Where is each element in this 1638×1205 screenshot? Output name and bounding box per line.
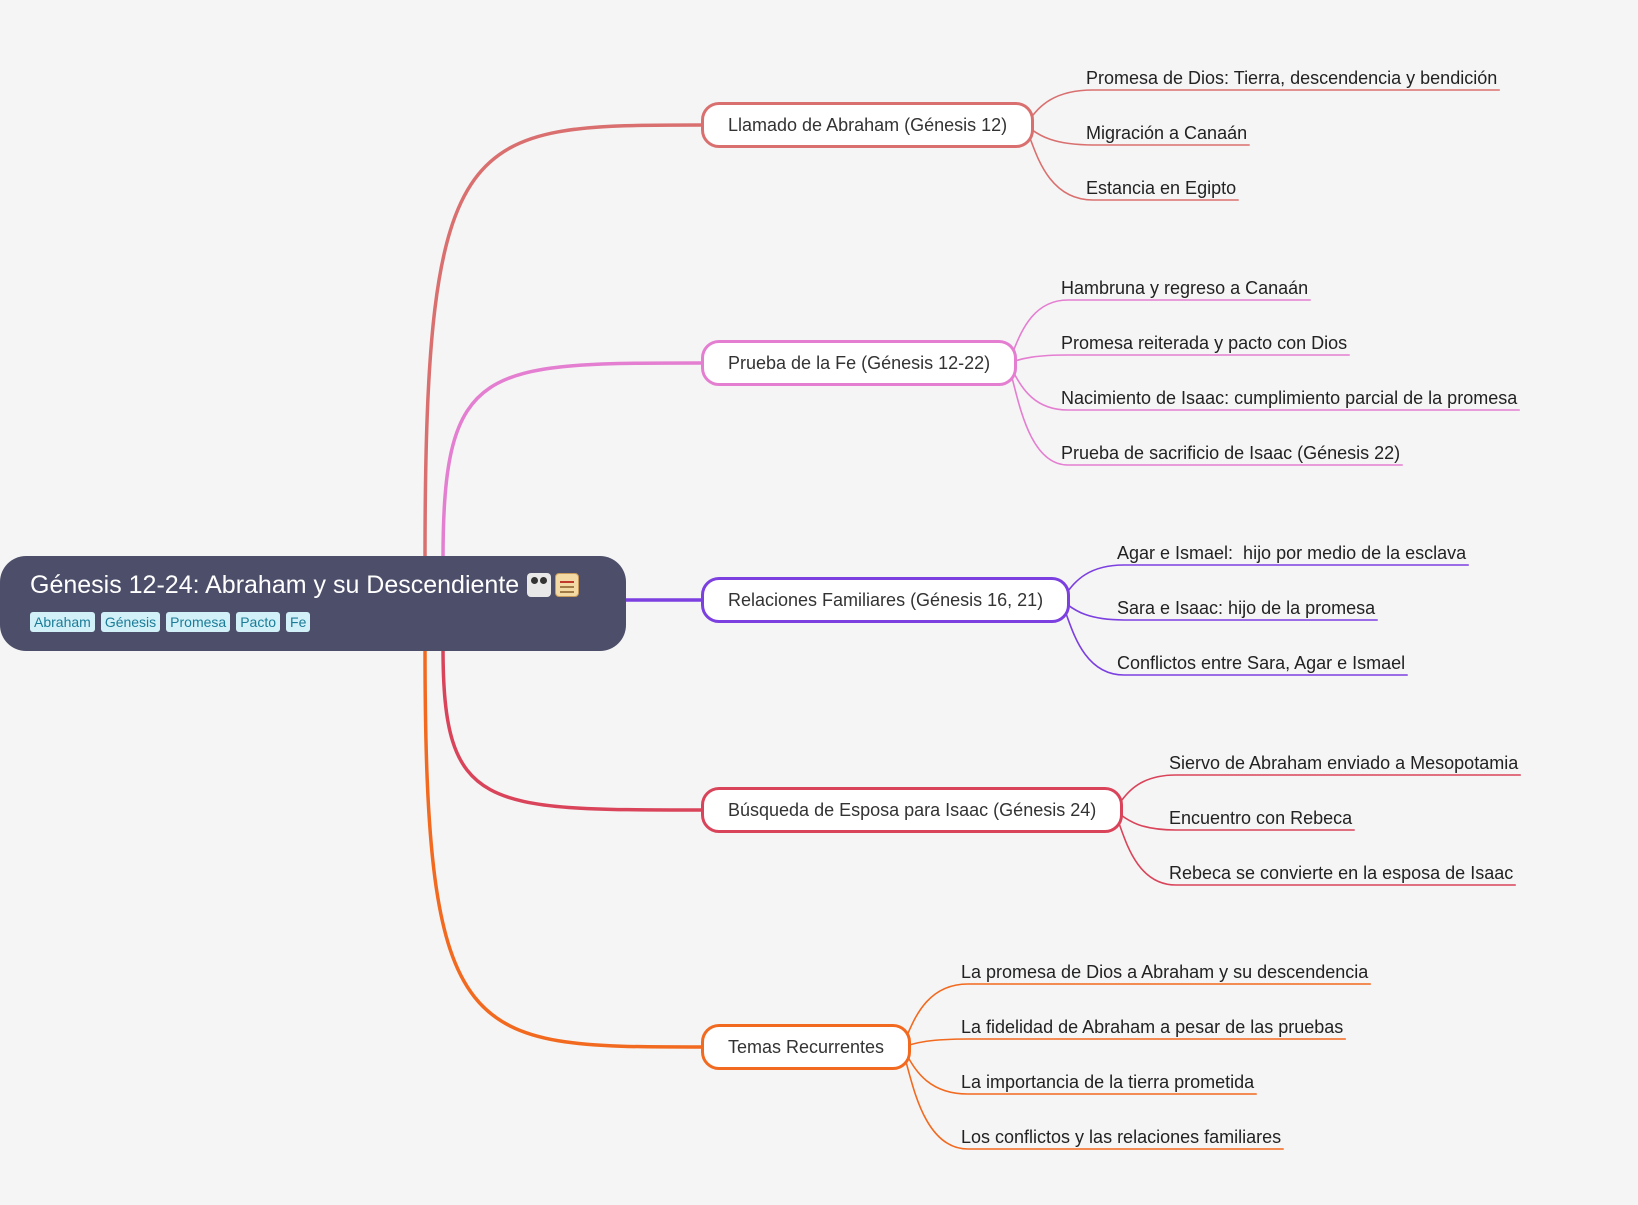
connector-branch-4-leaf-1 <box>898 1038 1347 1048</box>
connector-root-branch-3 <box>441 645 703 812</box>
connector-branch-1-leaf-1 <box>1004 354 1350 364</box>
leaf-fidelidad-de-abraham[interactable]: La fidelidad de Abraham a pesar de las p… <box>961 1017 1344 1037</box>
scroll-emoji-icon <box>555 573 580 597</box>
leaf-promesa-de-dios-abraham[interactable]: La promesa de Dios a Abraham y su descen… <box>961 962 1369 982</box>
leaf-rebeca-esposa[interactable]: Rebeca se convierte en la esposa de Isaa… <box>1169 863 1514 883</box>
leaf-agar-e-ismael[interactable]: Agar e Ismael: hijo por medio de la escl… <box>1117 543 1467 563</box>
root-emoji-group <box>527 573 580 597</box>
leaf-prueba-de-sacrificio[interactable]: Prueba de sacrificio de Isaac (Génesis 2… <box>1061 443 1401 463</box>
branch-temas-recurrentes[interactable]: Temas Recurrentes <box>701 1024 912 1070</box>
tag-pacto[interactable]: Pacto <box>236 612 281 632</box>
tag-genesis[interactable]: Génesis <box>100 612 161 632</box>
tag-fe[interactable]: Fe <box>286 612 311 632</box>
branch-relaciones-familiares[interactable]: Relaciones Familiares (Génesis 16, 21) <box>701 577 1071 623</box>
leaf-hambruna[interactable]: Hambruna y regreso a Canaán <box>1061 278 1309 298</box>
root-title: Génesis 12-24: Abraham y su Descendiente <box>30 571 520 599</box>
root-title-row: Génesis 12-24: Abraham y su Descendiente <box>30 570 626 600</box>
connector-branch-3-leaf-0 <box>1110 774 1522 811</box>
connector-branch-0-leaf-0 <box>1021 89 1501 126</box>
tag-abraham[interactable]: Abraham <box>30 612 95 632</box>
connector-branch-2-leaf-0 <box>1057 564 1469 601</box>
leaf-conflictos-relaciones[interactable]: Los conflictos y las relaciones familiar… <box>961 1127 1282 1147</box>
family-emoji-icon <box>527 573 552 597</box>
connector-root-branch-1 <box>441 361 703 562</box>
root-tags: Abraham Génesis Promesa Pacto Fe <box>30 612 626 632</box>
branch-busqueda-de-esposa[interactable]: Búsqueda de Esposa para Isaac (Génesis 2… <box>701 787 1124 833</box>
leaf-migracion-a-canaan[interactable]: Migración a Canaán <box>1086 123 1248 143</box>
leaf-estancia-en-egipto[interactable]: Estancia en Egipto <box>1086 178 1237 198</box>
connector-root-branch-4 <box>423 645 703 1049</box>
leaf-promesa-de-dios[interactable]: Promesa de Dios: Tierra, descendencia y … <box>1086 68 1498 88</box>
leaf-nacimiento-de-isaac[interactable]: Nacimiento de Isaac: cumplimiento parcia… <box>1061 388 1518 408</box>
root-node[interactable]: Génesis 12-24: Abraham y su Descendiente… <box>0 556 626 651</box>
leaf-promesa-reiterada[interactable]: Promesa reiterada y pacto con Dios <box>1061 333 1348 353</box>
branch-prueba-de-la-fe[interactable]: Prueba de la Fe (Génesis 12-22) <box>701 340 1018 386</box>
leaf-conflictos[interactable]: Conflictos entre Sara, Agar e Ismael <box>1117 653 1406 673</box>
leaf-encuentro-con-rebeca[interactable]: Encuentro con Rebeca <box>1169 808 1353 828</box>
tag-promesa[interactable]: Promesa <box>166 612 231 632</box>
leaf-siervo-de-abraham[interactable]: Siervo de Abraham enviado a Mesopotamia <box>1169 753 1519 773</box>
branch-llamado-de-abraham[interactable]: Llamado de Abraham (Génesis 12) <box>701 102 1035 148</box>
connector-root-branch-0 <box>423 123 703 562</box>
leaf-tierra-prometida[interactable]: La importancia de la tierra prometida <box>961 1072 1255 1092</box>
leaf-sara-e-isaac[interactable]: Sara e Isaac: hijo de la promesa <box>1117 598 1376 618</box>
